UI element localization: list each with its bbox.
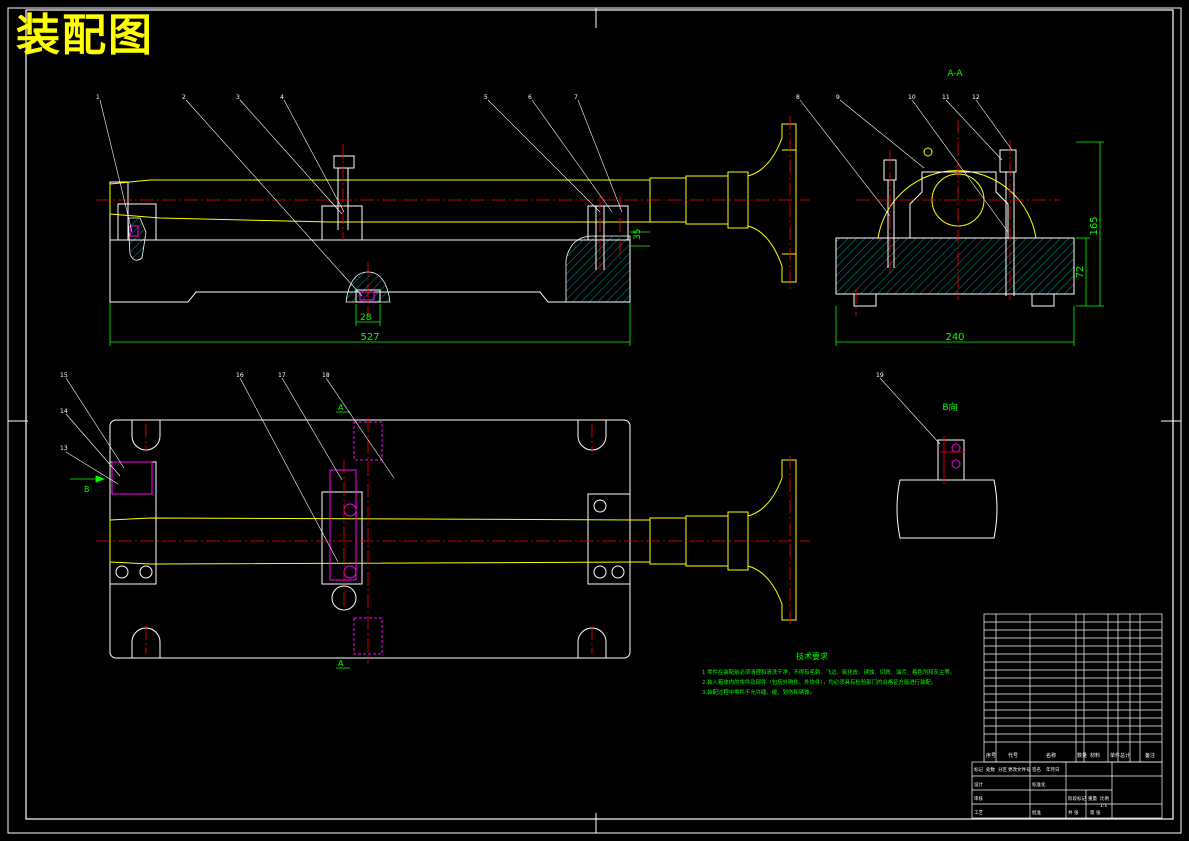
tb-mark: 标记 bbox=[974, 766, 983, 773]
detail-view-label: B向 bbox=[942, 401, 957, 413]
balloon-19: 19 bbox=[876, 372, 884, 379]
balloon-7: 7 bbox=[574, 94, 578, 101]
tb-change-doc: 更改文件号 bbox=[1008, 766, 1031, 773]
balloon-1: 1 bbox=[96, 94, 100, 101]
title-block-footer: 标记 处数 分区 更改文件号 签名 年月日 设计 标准化 阶段标记 重量 比例 … bbox=[974, 766, 1109, 816]
front-view: 527 28 35 bbox=[96, 116, 810, 346]
tb-process: 工艺 bbox=[974, 810, 983, 816]
tb-sign: 签名 bbox=[1032, 766, 1041, 773]
bom-col-total: 总计 bbox=[1120, 752, 1130, 759]
tb-standard: 标准化 bbox=[1032, 781, 1046, 788]
balloon-12: 12 bbox=[972, 94, 980, 101]
dim-front-length: 527 bbox=[360, 332, 379, 343]
tb-date: 年月日 bbox=[1046, 766, 1060, 773]
dim-side-width: 240 bbox=[945, 332, 964, 343]
balloon-10: 10 bbox=[908, 94, 916, 101]
tb-weight: 重量 bbox=[1088, 795, 1097, 802]
tb-scale-value: 1:1 bbox=[1100, 803, 1107, 809]
side-view-label: A-A bbox=[947, 69, 963, 79]
balloon-17: 17 bbox=[278, 372, 286, 379]
arrow-label-b: B bbox=[84, 485, 90, 494]
tb-count: 处数 bbox=[986, 766, 995, 773]
front-section-right bbox=[565, 235, 631, 303]
leader-lines bbox=[65, 99, 1013, 563]
bom-col-index: 序号 bbox=[986, 752, 996, 759]
balloon-3: 3 bbox=[236, 94, 240, 101]
section-label-top: A bbox=[338, 403, 344, 412]
tech-req-line-3: 3.装配过程中零件不允许磕、碰、划伤和锈蚀。 bbox=[702, 688, 815, 696]
dim-side-height-total: 165 bbox=[1089, 216, 1100, 235]
tb-sheets-total: 共 张 bbox=[1068, 809, 1079, 816]
center-marks bbox=[8, 8, 1181, 833]
balloon-15: 15 bbox=[60, 372, 68, 379]
balloon-13: 13 bbox=[60, 445, 68, 452]
balloon-9: 9 bbox=[836, 94, 840, 101]
balloon-18: 18 bbox=[322, 372, 330, 379]
technical-requirements: 技术要求 1.零件在装配前必须清理和清洗干净，不得有毛刺、飞边、氧化皮、锈蚀、切… bbox=[702, 651, 955, 696]
side-base-section bbox=[835, 237, 1075, 295]
front-section-left bbox=[127, 217, 147, 261]
tech-req-line-2: 2.装入箱体内的零件及部件（包括外购件、外协件），均必须具有检验部门的合格证方能… bbox=[702, 678, 936, 686]
balloon-6: 6 bbox=[528, 94, 532, 101]
tb-stage: 阶段标记 bbox=[1068, 795, 1086, 802]
part-balloons: 1 2 3 4 5 6 7 8 9 10 11 12 13 14 15 16 1… bbox=[60, 94, 980, 452]
bom-col-note: 备注 bbox=[1145, 752, 1155, 759]
bom-col-name: 名称 bbox=[1046, 752, 1056, 759]
balloon-8: 8 bbox=[796, 94, 800, 101]
dim-side-height-lower: 72 bbox=[1075, 266, 1086, 279]
tech-req-line-1: 1.零件在装配前必须清理和清洗干净，不得有毛刺、飞边、氧化皮、锈蚀、切屑、油污、… bbox=[702, 668, 955, 676]
balloon-14: 14 bbox=[60, 408, 68, 415]
section-label-bottom: A bbox=[338, 659, 344, 668]
dim-front-height: 35 bbox=[633, 229, 643, 240]
detail-view-b: B向 bbox=[896, 401, 998, 539]
title-block bbox=[971, 613, 1163, 819]
bom-col-unit: 单件 bbox=[1110, 752, 1120, 759]
tb-design: 设计 bbox=[974, 781, 983, 788]
tb-zone: 分区 bbox=[998, 766, 1007, 773]
balloon-4: 4 bbox=[280, 94, 284, 101]
bom-col-qty: 数量 bbox=[1077, 752, 1087, 759]
inner-border bbox=[25, 9, 1174, 820]
bom-col-material: 材料 bbox=[1090, 752, 1100, 759]
balloon-16: 16 bbox=[236, 372, 244, 379]
balloon-5: 5 bbox=[484, 94, 488, 101]
tb-scale: 比例 bbox=[1100, 795, 1109, 802]
title-block-header: 序号 代号 名称 数量 材料 单件 总计 备注 bbox=[986, 752, 1155, 759]
dim-front-small: 28 bbox=[360, 313, 372, 323]
top-view: B A A bbox=[70, 403, 810, 669]
bom-col-code: 代号 bbox=[1008, 752, 1018, 759]
tb-sheet-no: 第 张 bbox=[1090, 809, 1101, 816]
tb-review: 审核 bbox=[974, 795, 983, 802]
page-title: 装配图 bbox=[16, 10, 154, 61]
balloon-11: 11 bbox=[942, 94, 950, 101]
balloon-2: 2 bbox=[182, 94, 186, 101]
tb-approve: 批准 bbox=[1032, 809, 1041, 816]
side-view: A-A bbox=[835, 69, 1104, 346]
tech-req-heading: 技术要求 bbox=[796, 651, 828, 661]
